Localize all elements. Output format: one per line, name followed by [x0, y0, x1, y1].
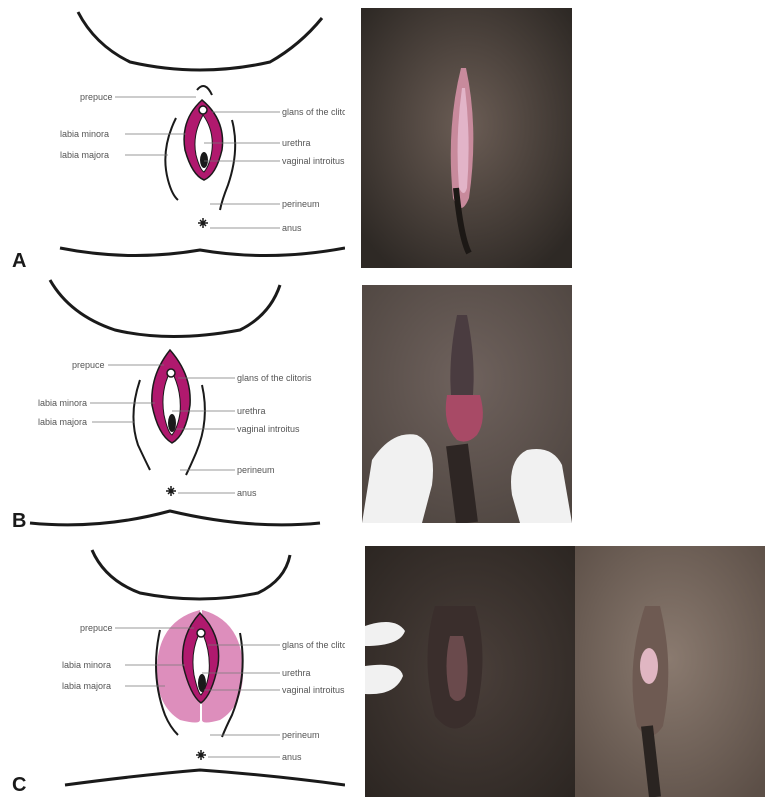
label-vaginal-introitus: vaginal introitus: [282, 156, 345, 166]
photo-c-right: [575, 546, 765, 797]
label-labia-minora: labia minora: [60, 129, 109, 139]
label-glans: glans of the clitoris: [282, 107, 345, 117]
introitus-shape: [198, 674, 206, 692]
anus-shape: [196, 750, 206, 760]
label-urethra: urethra: [282, 668, 311, 678]
labia-majora-outline-left: [133, 380, 150, 470]
label-perineum: perineum: [282, 199, 320, 209]
hip-outline: [78, 12, 322, 70]
label-anus: anus: [237, 488, 257, 498]
photo-b: [362, 285, 572, 523]
glans-shape: [199, 106, 207, 114]
label-prepuce: prepuce: [80, 92, 113, 102]
anus-shape: [166, 486, 176, 496]
label-prepuce: prepuce: [72, 360, 105, 370]
label-urethra: urethra: [237, 406, 266, 416]
label-glans: glans of the clitoris: [282, 640, 345, 650]
label-anus: anus: [282, 752, 302, 762]
glans-shape: [197, 629, 205, 637]
diagram-c: prepuce glans of the clitoris labia mino…: [0, 545, 345, 797]
label-perineum: perineum: [237, 465, 275, 475]
photo-c-left: [365, 546, 575, 797]
label-labia-minora: labia minora: [38, 398, 87, 408]
label-labia-minora: labia minora: [62, 660, 111, 670]
label-labia-majora: labia majora: [60, 150, 109, 160]
bottom-outline: [30, 511, 320, 525]
diagram-b: prepuce glans of the clitoris labia mino…: [0, 275, 345, 540]
label-perineum: perineum: [282, 730, 320, 740]
panel-letter-c: C: [12, 774, 26, 797]
label-vaginal-introitus: vaginal introitus: [282, 685, 345, 695]
label-vaginal-introitus: vaginal introitus: [237, 424, 300, 434]
prepuce-shape: [197, 86, 212, 95]
panel-letter-b: B: [12, 510, 26, 533]
introitus-shape: [200, 152, 208, 168]
hip-outline: [92, 550, 290, 599]
diagram-a: prepuce glans of the clitoris labia mino…: [0, 0, 345, 275]
introitus-shape: [168, 414, 176, 432]
bottom-outline: [65, 770, 345, 785]
label-prepuce: prepuce: [80, 623, 113, 633]
label-labia-majora: labia majora: [62, 681, 111, 691]
label-labia-majora: labia majora: [38, 417, 87, 427]
panel-letter-a: A: [12, 250, 26, 273]
label-anus: anus: [282, 223, 302, 233]
bottom-outline: [60, 248, 345, 256]
photo-a: [361, 8, 572, 268]
label-glans: glans of the clitoris: [237, 373, 312, 383]
glans-shape: [167, 369, 175, 377]
labia-majora-outline-left: [165, 118, 178, 200]
label-urethra: urethra: [282, 138, 311, 148]
anus-shape: [198, 218, 208, 228]
hip-outline: [50, 280, 280, 337]
